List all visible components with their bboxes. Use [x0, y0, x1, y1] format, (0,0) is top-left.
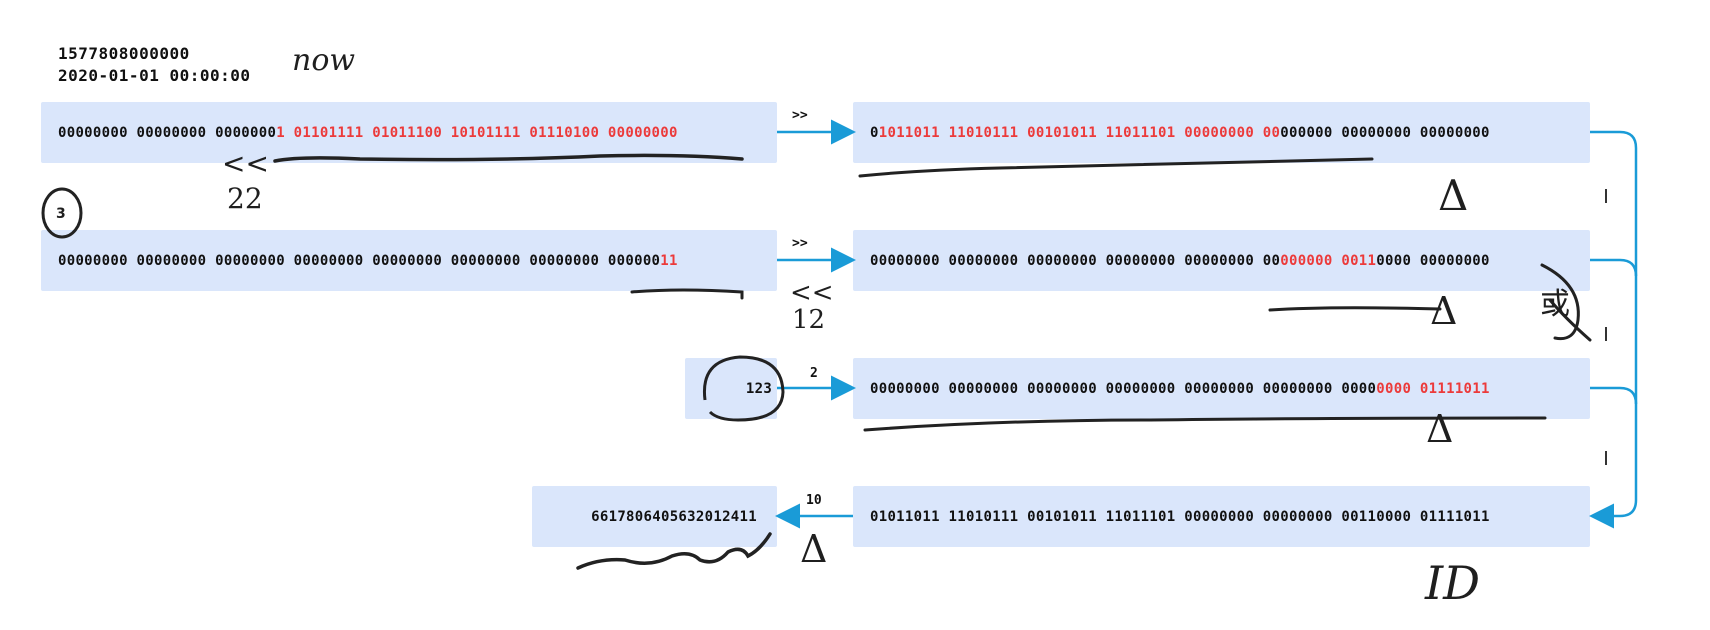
row1-right-bits: 01011011 11010111 00101011 11011101 0000…: [870, 125, 1490, 141]
row2-left-box: 00000000 00000000 00000000 00000000 0000…: [41, 230, 777, 291]
row2-op-label: >>: [792, 236, 808, 251]
highlighted-bits: 11: [660, 252, 678, 269]
note-shift-12-op: <<: [790, 278, 834, 308]
plain-bits: 0000 00000000: [1376, 252, 1490, 269]
note-shift-22-num: 22: [227, 182, 263, 215]
plain-bits: 00000000 00000000 00000000 00000000 0000…: [870, 380, 1377, 397]
delta-row3: Δ: [1426, 407, 1454, 451]
highlighted-bits: 1 01101111 01011100 10101111 01110100 00…: [276, 124, 678, 141]
row4-result-value: 6617806405632012411: [591, 508, 757, 525]
or-symbol: 或: [1540, 287, 1570, 322]
underline-row2-right: [1268, 306, 1442, 312]
tick-1: [1605, 189, 1607, 203]
id-label: ID: [1425, 556, 1481, 610]
highlighted-bits: 1011011 11010111 00101011 11011101 00000…: [878, 124, 1281, 141]
row3-right-bits: 00000000 00000000 00000000 00000000 0000…: [870, 381, 1490, 397]
row2-left-bits: 00000000 00000000 00000000 00000000 0000…: [58, 253, 678, 269]
row4-binary-bits: 01011011 11010111 00101011 11011101 0000…: [870, 508, 1490, 525]
plain-bits: 00000000 00000000 00000000 00000000 0000…: [870, 252, 1281, 269]
row3-left-box: 123: [685, 358, 777, 419]
row4-result-box: 6617806405632012411: [532, 486, 777, 547]
row2-right-bits: 00000000 00000000 00000000 00000000 0000…: [870, 253, 1490, 269]
timestamp-ms: 1577808000000: [58, 44, 190, 63]
circle-123: [702, 355, 785, 422]
row4-binary-box: 01011011 11010111 00101011 11011101 0000…: [853, 486, 1590, 547]
note-shift-22-op: <<: [222, 147, 269, 180]
row3-right-box: 00000000 00000000 00000000 00000000 0000…: [853, 358, 1590, 419]
plain-bits: 0: [870, 124, 879, 141]
row1-left-bits: 00000000 00000000 00000001 01101111 0101…: [58, 125, 678, 141]
plain-bits: 000000 00000000 00000000: [1280, 124, 1490, 141]
row1-op-label: >>: [792, 108, 808, 123]
row1-right-box: 01011011 11010111 00101011 11011101 0000…: [853, 102, 1590, 163]
highlighted-bits: 000000 0011: [1280, 252, 1377, 269]
or-scribble: [1540, 263, 1592, 342]
delta-row2: Δ: [1430, 289, 1458, 333]
row3-left-value: 123: [745, 380, 773, 397]
handwritten-now: now: [292, 43, 356, 78]
plain-bits: 00000000 00000000 00000000 00000000 0000…: [58, 252, 661, 269]
underline-row2-left: [630, 288, 744, 300]
underline-row1-right: [858, 157, 1374, 178]
tick-2: [1605, 327, 1607, 341]
delta-row1: Δ: [1438, 171, 1469, 220]
underline-row1-left: [273, 153, 744, 163]
highlighted-bits: 0000 01111011: [1376, 380, 1490, 397]
row2-right-box: 00000000 00000000 00000000 00000000 0000…: [853, 230, 1590, 291]
circled-number: 3: [56, 206, 66, 222]
delta-row4: Δ: [800, 527, 828, 571]
row4-op-label: 10: [806, 493, 822, 508]
underline-row3-right: [863, 416, 1547, 432]
merge-connector: [1589, 130, 1638, 529]
circle-3: [41, 187, 83, 239]
note-shift-12-num: 12: [792, 305, 826, 335]
row1-left-box: 00000000 00000000 00000001 01101111 0101…: [41, 102, 777, 163]
squiggle-row4: [576, 532, 772, 570]
tick-3: [1605, 451, 1607, 465]
row3-op-label: 2: [810, 366, 818, 381]
plain-bits: 00000000 00000000 0000000: [58, 124, 277, 141]
datetime-label: 2020-01-01 00:00:00: [58, 66, 251, 85]
